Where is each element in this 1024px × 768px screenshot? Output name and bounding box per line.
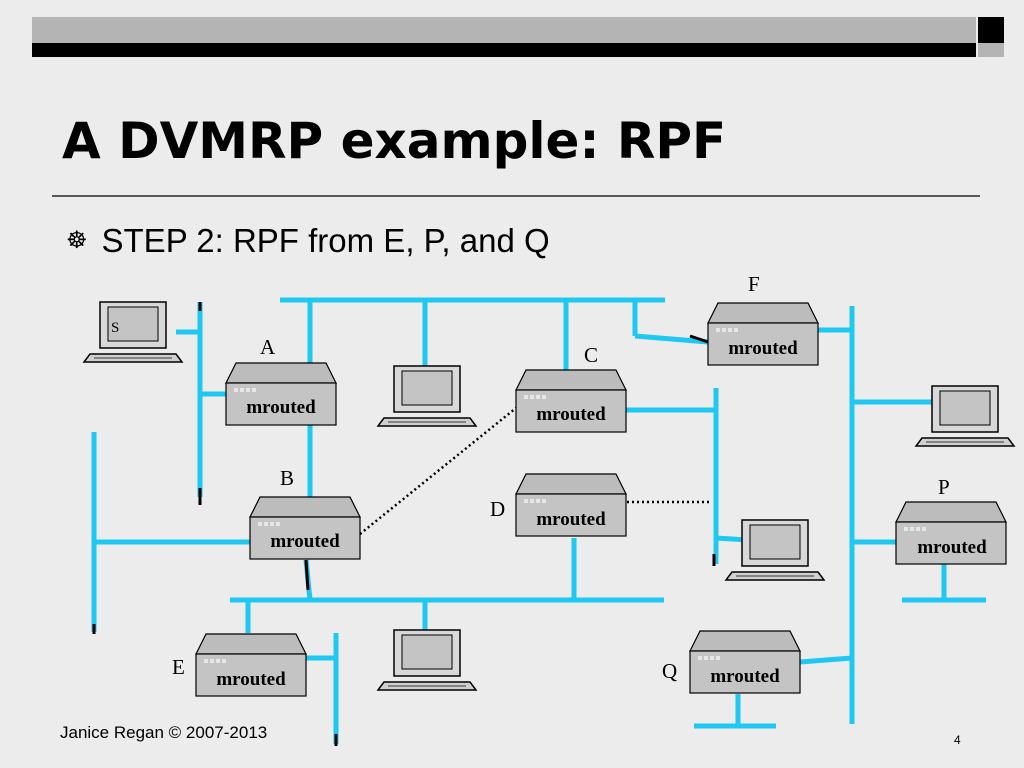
header-band <box>32 17 1004 57</box>
router-p-label: mrouted <box>917 537 987 558</box>
host-laptop-middle <box>725 519 825 581</box>
page-number: 4 <box>954 733 961 747</box>
router-a: mrouted A <box>225 335 337 426</box>
router-q: mrouted Q <box>662 630 801 694</box>
router-a-name: A <box>260 335 276 359</box>
router-f: mrouted F <box>707 272 819 366</box>
host-source: S <box>83 301 183 363</box>
router-c-label: mrouted <box>536 404 606 425</box>
router-a-label: mrouted <box>246 397 316 418</box>
source-label: S <box>111 320 119 336</box>
router-e-name: E <box>172 655 185 679</box>
footer-copyright: Janice Regan © 2007-2013 <box>60 723 268 742</box>
wheel-bullet-icon: ☸ <box>66 227 88 254</box>
host-laptop-bottom <box>377 629 477 691</box>
router-e: mrouted E <box>172 633 307 697</box>
router-q-label: mrouted <box>710 666 780 687</box>
tunnel-b-c <box>359 407 517 535</box>
link-end-marks <box>92 302 716 746</box>
header-band-dark <box>32 43 976 57</box>
router-q-name: Q <box>662 659 677 683</box>
router-p-name: P <box>938 475 950 499</box>
router-d-name: D <box>490 497 505 521</box>
host-laptop-right <box>915 385 1015 447</box>
router-e-label: mrouted <box>216 669 286 690</box>
host-laptop-top <box>377 365 477 427</box>
slide-title: A DVMRP example: RPF <box>62 112 727 170</box>
router-b-label: mrouted <box>270 531 340 552</box>
router-b: mrouted B <box>249 466 361 560</box>
router-d: mrouted D <box>490 473 627 537</box>
router-c-name: C <box>584 343 598 367</box>
header-band-light <box>32 17 976 43</box>
router-d-label: mrouted <box>536 509 606 530</box>
header-corner-light <box>978 43 1004 57</box>
router-b-name: B <box>280 466 294 490</box>
header-corner-dark <box>978 17 1004 43</box>
bullet-text: STEP 2: RPF from E, P, and Q <box>101 222 550 259</box>
router-f-name: F <box>748 272 760 296</box>
router-p: mrouted P <box>895 475 1007 565</box>
router-f-label: mrouted <box>728 338 798 359</box>
router-c: mrouted C <box>515 343 627 433</box>
bullet-item: ☸ STEP 2: RPF from E, P, and Q <box>66 222 550 260</box>
